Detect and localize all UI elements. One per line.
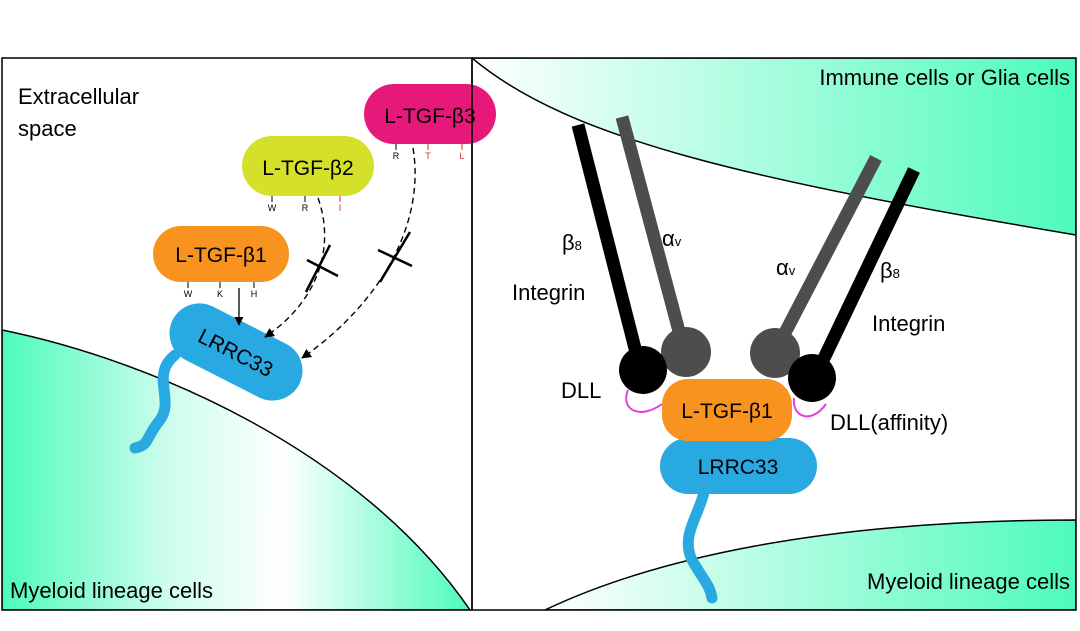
beta8-label-left: β8 [562, 230, 582, 255]
extracellular-label-line2: space [18, 116, 77, 141]
ltgfb1-complex: L-TGF-β1 [662, 379, 792, 441]
ltgfb3-residue-2: T [425, 151, 431, 161]
right-panel: Immune cells or Glia cells Myeloid linea… [471, 57, 1077, 611]
myeloid-label-left: Myeloid lineage cells [10, 578, 213, 603]
ltgfb2-residue-2: R [302, 203, 309, 213]
ltgfb2-residue-3: I [339, 203, 342, 213]
ltgfb2-blocked-arrow [264, 197, 326, 338]
alphav-label-left: αv [662, 226, 682, 251]
ltgfb1-residue-3: H [251, 289, 258, 299]
ltgfb1-complex-label: L-TGF-β1 [681, 400, 772, 423]
ltgfb2-molecule: L-TGF-β2 [242, 136, 374, 196]
ltgfb3-label: L-TGF-β3 [384, 105, 475, 128]
ltgfb1-residues: W K H [184, 282, 258, 299]
dll-loop-left [625, 389, 663, 413]
alphav-label-right: αv [776, 255, 796, 280]
myeloid-label-right: Myeloid lineage cells [867, 569, 1070, 594]
ltgfb1-residue-2: K [217, 289, 223, 299]
integrin-label-left: Integrin [512, 280, 585, 305]
ltgfb3-residues: R T L [393, 144, 465, 161]
ltgfb1-molecule: L-TGF-β1 [153, 226, 289, 282]
beta8-label-right: β8 [880, 258, 900, 283]
alphav-chain-right [770, 154, 882, 354]
lrrc33-tail-left [129, 349, 181, 454]
integrin-label-right: Integrin [872, 311, 945, 336]
lrrc33-right-label: LRRC33 [698, 456, 779, 479]
ltgfb3-molecule: L-TGF-β3 [364, 84, 496, 144]
immune-cells-label: Immune cells or Glia cells [819, 65, 1070, 90]
lrrc33-right: LRRC33 [660, 438, 817, 494]
alphav-head-right [750, 328, 800, 378]
beta8-chain-left [571, 123, 647, 370]
left-panel: Extracellular space Myeloid lineage cell… [1, 57, 496, 611]
alphav-chain-left [615, 115, 691, 352]
extracellular-label-line1: Extracellular [18, 84, 139, 109]
lrrc33-tail-right [682, 482, 718, 604]
dll-loop-right [792, 397, 827, 418]
ltgfb3-residue-1: R [393, 151, 400, 161]
ltgfb2-label: L-TGF-β2 [262, 157, 353, 180]
ltgfb3-residue-3: L [459, 151, 464, 161]
right-panel-border [471, 57, 1077, 611]
immune-cell-membrane [472, 58, 1076, 236]
ltgfb1-residue-1: W [184, 289, 193, 299]
dll-label-left: DLL [561, 378, 601, 403]
beta8-chain-right [810, 167, 920, 378]
dll-affinity-label: DLL(affinity) [830, 410, 948, 435]
ltgfb1-label: L-TGF-β1 [175, 244, 266, 267]
beta8-head-left [619, 346, 667, 394]
ltgfb2-residues: W R I [268, 196, 342, 213]
ltgfb3-block-cross [377, 231, 413, 283]
myeloid-cell-right-membrane [544, 519, 1076, 610]
myeloid-cell-left-membrane [2, 329, 471, 610]
alphav-head-left [661, 327, 711, 377]
ltgfb2-block-cross [304, 244, 339, 293]
beta8-head-right [788, 354, 836, 402]
ltgfb2-residue-1: W [268, 203, 277, 213]
